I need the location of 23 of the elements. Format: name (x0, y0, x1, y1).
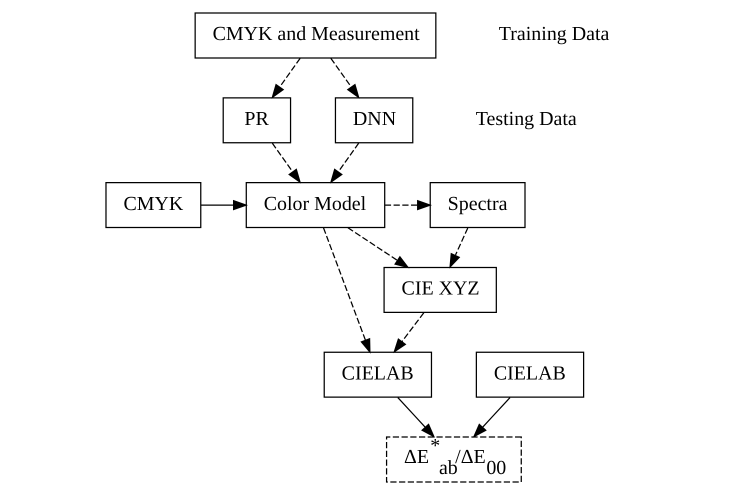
node-box: Color Model (245, 182, 385, 228)
label: Testing Data (475, 108, 576, 130)
node-box: DNN (334, 97, 413, 144)
node-box: PR (222, 97, 291, 144)
arrow (270, 58, 300, 99)
arrow (347, 227, 409, 268)
node-box: CIELAB (475, 352, 584, 398)
arrow (448, 228, 468, 269)
arrow (329, 142, 359, 184)
node-box: CIELAB (323, 352, 432, 398)
node-box: Spectra (429, 182, 526, 228)
arrow (472, 397, 510, 438)
arrow (200, 200, 248, 210)
arrow (392, 312, 424, 354)
arrow (330, 58, 360, 99)
arrow (384, 200, 432, 210)
label: Training Data (498, 23, 609, 46)
node-box: CIE XYZ (382, 266, 496, 313)
arrow (271, 142, 301, 184)
arrow (322, 228, 370, 354)
node-box: CMYK (104, 182, 201, 228)
node-box: CMYK and Measurement (194, 12, 436, 59)
arrow (396, 397, 435, 438)
